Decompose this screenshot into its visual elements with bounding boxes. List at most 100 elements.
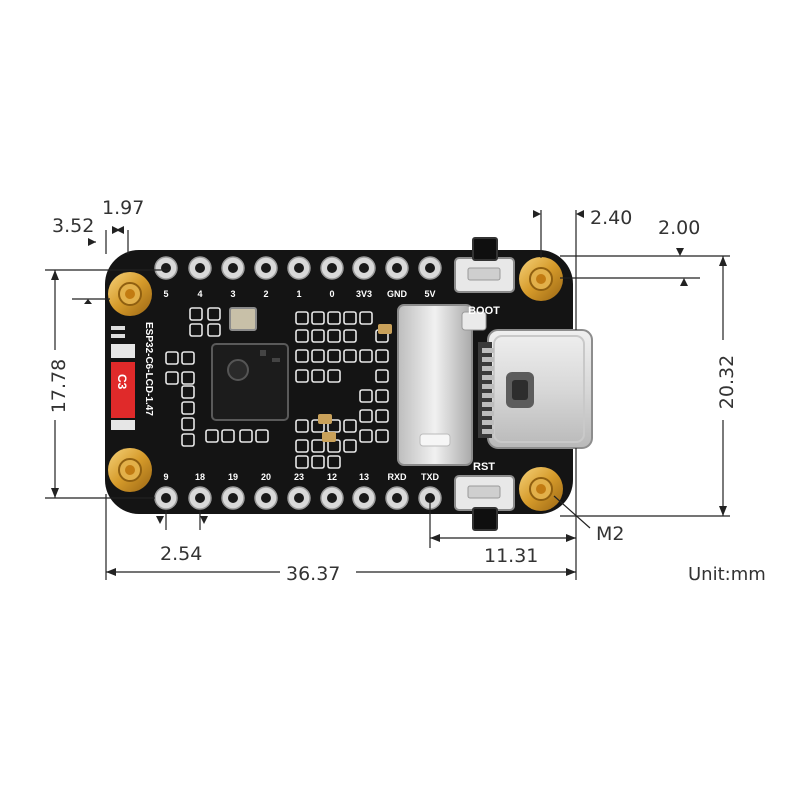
pin-label: 3V3 — [356, 289, 372, 299]
dim-right-hole-offset-x: 2.40 — [590, 207, 632, 229]
usb-pin — [482, 429, 494, 434]
smd-pad — [343, 311, 357, 325]
pin-hole-center — [261, 493, 271, 503]
smd-pad — [221, 429, 235, 443]
smd-pad — [327, 329, 341, 343]
pin-hole-center — [392, 493, 402, 503]
pin-label: 13 — [359, 472, 369, 482]
usb-pin — [482, 366, 494, 371]
mounting-hole-bottom-right — [519, 467, 563, 511]
dim-pin-pitch: 2.54 — [160, 543, 202, 565]
pin-hole-center — [161, 263, 171, 273]
pin-label: 0 — [329, 289, 334, 299]
smd-pad — [295, 329, 309, 343]
smd-pad — [311, 311, 325, 325]
top-pin-labels: 5 4 3 2 1 0 3V3 GND 5V — [163, 289, 435, 299]
smd-pad — [295, 439, 309, 453]
smd-pad — [165, 351, 179, 365]
boot-label: BOOT — [468, 305, 500, 317]
pin-label: 1 — [296, 289, 301, 299]
pin-hole-center — [195, 263, 205, 273]
dimension-lines — [45, 210, 730, 580]
usb-pin — [482, 348, 494, 353]
dim-board-height: 20.32 — [716, 355, 738, 409]
pin-hole-center — [294, 493, 304, 503]
smd-pad — [327, 349, 341, 363]
smd-pad — [359, 409, 373, 423]
smd-pad — [359, 311, 373, 325]
smd-pad — [255, 429, 269, 443]
pin-label: 2 — [263, 289, 268, 299]
capacitor — [322, 432, 336, 442]
smd-pad — [181, 417, 195, 431]
smd-pad — [181, 433, 195, 447]
usb-pin — [482, 393, 494, 398]
crystal-oscillator — [229, 307, 257, 331]
usb-pin — [482, 402, 494, 407]
mounting-hole-top-right — [519, 257, 563, 301]
board-model-label: ESP32-C6-LCD-1.47 — [143, 322, 154, 416]
dim-mount-screw: M2 — [596, 523, 624, 545]
pin-hole-center — [392, 263, 402, 273]
shield-header — [461, 311, 487, 331]
smd-pad — [359, 429, 373, 443]
smd-pad — [375, 389, 389, 403]
boot-button[interactable] — [454, 237, 515, 293]
dim-hole-spacing-y: 17.78 — [48, 359, 70, 413]
smd-pad — [343, 329, 357, 343]
dim-overall-length: 36.37 — [286, 563, 340, 585]
smd-pad — [295, 349, 309, 363]
pin-label: 20 — [261, 472, 271, 482]
dim-right-hole-offset-y: 2.00 — [658, 217, 700, 239]
pin-hole-center — [261, 263, 271, 273]
pin-label: 4 — [197, 289, 202, 299]
smd-pad — [207, 307, 221, 321]
pin-hole-center — [195, 493, 205, 503]
passive-components — [165, 307, 392, 469]
pin-hole-center — [161, 493, 171, 503]
rf-shield — [397, 304, 473, 466]
smd-pad — [295, 419, 309, 433]
smd-pad — [239, 429, 253, 443]
smd-pad — [189, 307, 203, 321]
smd-pad — [375, 409, 389, 423]
rst-button[interactable] — [454, 475, 515, 531]
pin-label: 5 — [163, 289, 168, 299]
top-pin-header — [154, 256, 442, 280]
smd-pad — [311, 329, 325, 343]
esp32-chip — [211, 343, 289, 421]
bottom-pin-labels: 9 18 19 20 23 12 13 RXD TXD — [163, 472, 439, 482]
unit-label: Unit:mm — [688, 564, 766, 585]
smd-pad — [295, 455, 309, 469]
bottom-pin-header — [154, 486, 442, 510]
mounting-hole-top-left — [108, 272, 152, 316]
pin-hole-center — [228, 263, 238, 273]
smd-pad — [311, 439, 325, 453]
usb-pin — [482, 384, 494, 389]
smd-pad — [375, 429, 389, 443]
pin-label: 3 — [230, 289, 235, 299]
pin-hole-center — [359, 263, 369, 273]
dim-usb-to-pin: 11.31 — [484, 545, 538, 567]
smd-pad — [295, 311, 309, 325]
pin-label: GND — [387, 289, 408, 299]
smd-pad — [327, 369, 341, 383]
pin-hole-center — [425, 263, 435, 273]
usb-pin — [482, 420, 494, 425]
smd-pad — [311, 369, 325, 383]
pin-label: 23 — [294, 472, 304, 482]
pin-hole-center — [294, 263, 304, 273]
dimension-arrows — [51, 210, 727, 576]
smd-pad — [359, 349, 373, 363]
pin-hole-center — [228, 493, 238, 503]
chip-badge: C3 — [115, 374, 129, 390]
pin-label: 19 — [228, 472, 238, 482]
pin-label: 12 — [327, 472, 337, 482]
smd-pad — [327, 455, 341, 469]
smd-pad — [327, 311, 341, 325]
usb-pin — [482, 357, 494, 362]
smd-pad — [375, 369, 389, 383]
smd-pad — [181, 385, 195, 399]
usb-c-connector — [478, 329, 593, 449]
